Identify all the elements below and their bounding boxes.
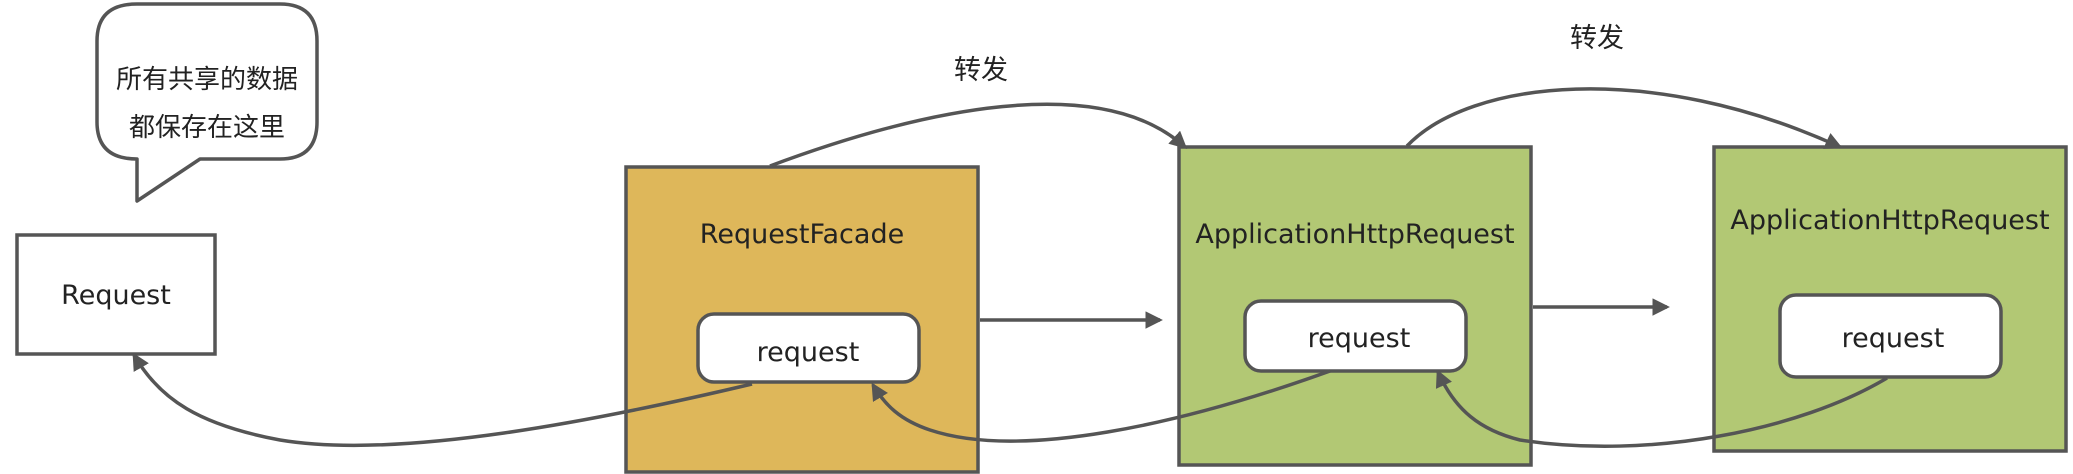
callout-text-line-1: 所有共享的数据 xyxy=(116,65,298,95)
callout-text-line-2: 都保存在这里 xyxy=(129,113,285,143)
forward-arc-1 xyxy=(769,102,1188,168)
application-http-request-inner-box-1 xyxy=(1243,299,1468,373)
forward-arc-2 xyxy=(1405,87,1843,149)
application-http-request-inner-label-2: request xyxy=(1842,323,1945,354)
shared-data-callout: 所有共享的数据 都保存在这里 xyxy=(95,2,319,203)
return-arc-app2-to-app1 xyxy=(1435,369,1888,448)
callout-bubble xyxy=(95,2,319,203)
forward-label-2: 转发 xyxy=(1570,23,1624,54)
application-http-request-node-1: ApplicationHttpRequest request xyxy=(1177,145,1533,467)
request-box xyxy=(15,233,217,356)
application-http-request-inner-box-2 xyxy=(1778,293,2003,379)
request-node: Request xyxy=(15,233,217,356)
application-http-request-node-2: ApplicationHttpRequest request xyxy=(1712,145,2068,453)
application-http-request-title-2: ApplicationHttpRequest xyxy=(1730,205,2049,236)
request-facade-title: RequestFacade xyxy=(700,219,904,250)
request-facade-node: RequestFacade request xyxy=(624,165,980,474)
application-http-request-title-1: ApplicationHttpRequest xyxy=(1195,219,1514,250)
return-arc-app1-to-facade xyxy=(871,369,1331,443)
request-facade-inner-label: request xyxy=(757,337,860,368)
forward-label-1: 转发 xyxy=(954,55,1008,86)
application-http-request-inner-label-1: request xyxy=(1308,323,1411,354)
request-facade-inner-box xyxy=(696,312,921,384)
return-arc-facade-to-request xyxy=(132,352,753,448)
request-box-label: Request xyxy=(61,280,171,311)
